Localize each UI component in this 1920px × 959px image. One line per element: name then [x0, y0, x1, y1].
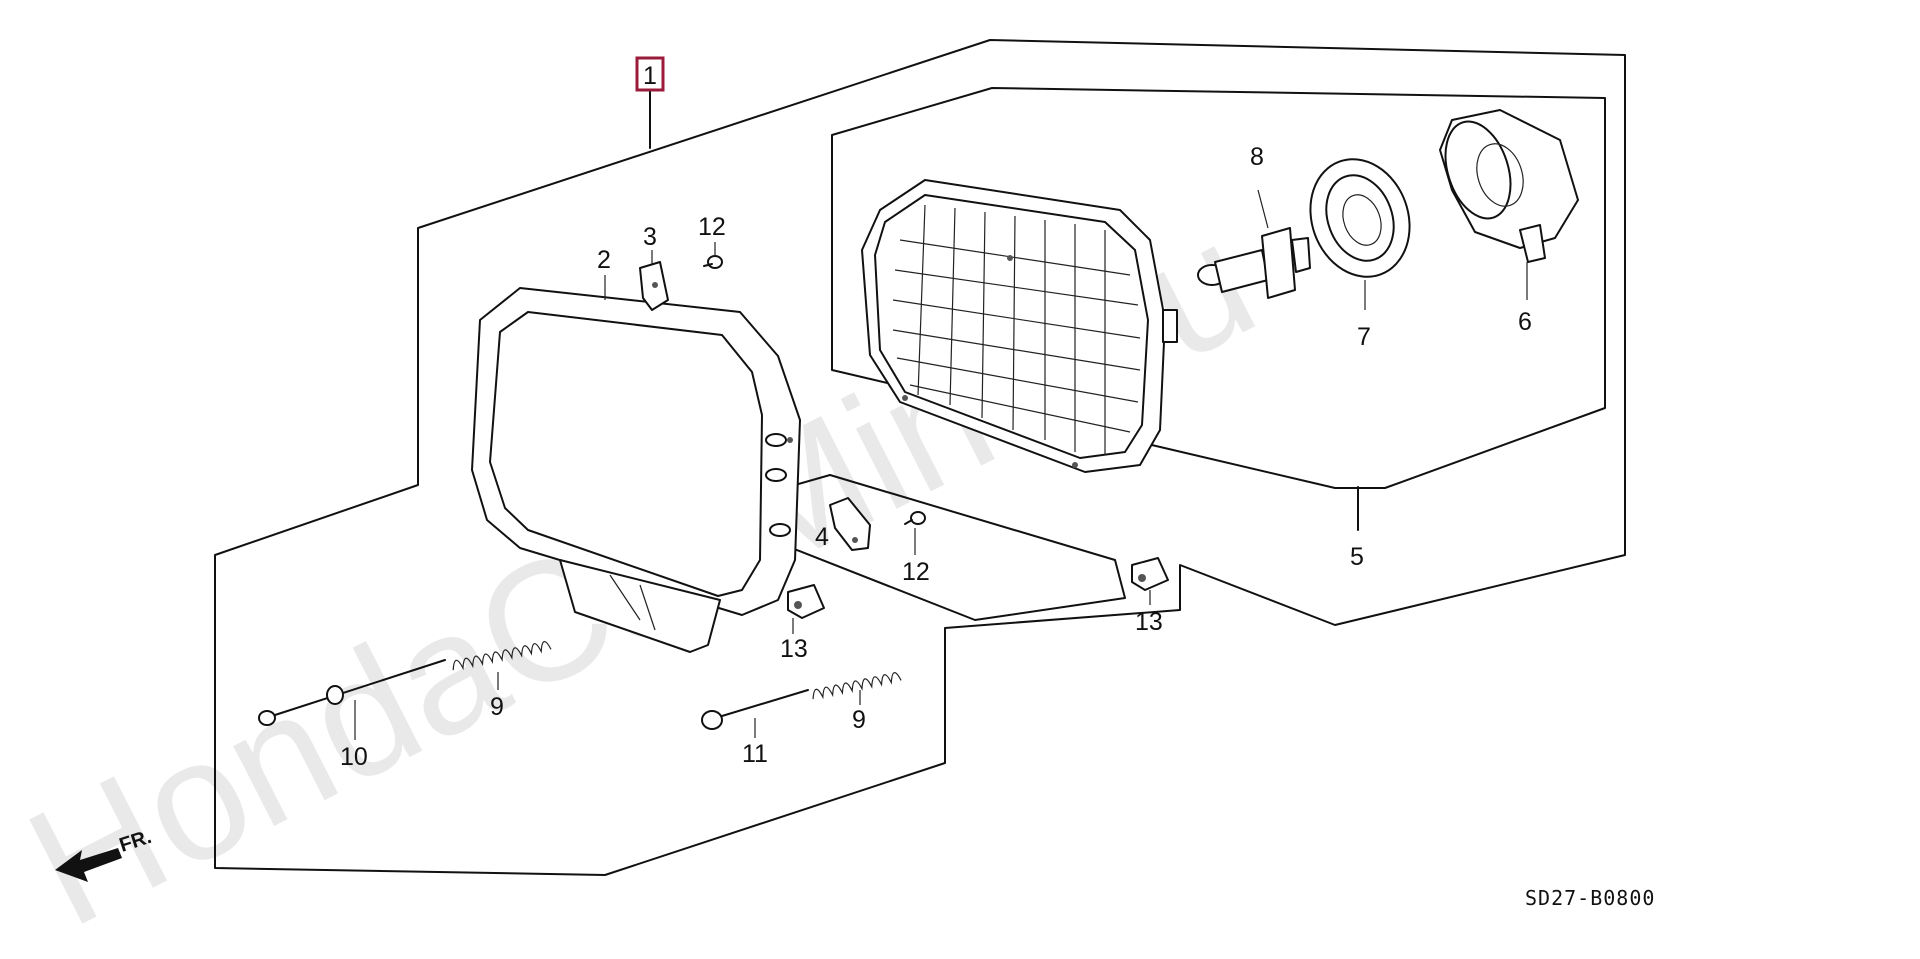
- mount-plate-outline: [699, 474, 1126, 621]
- callout-12-lower: 12: [902, 558, 930, 586]
- callout-5: 5: [1350, 543, 1364, 571]
- clip-part-3: [639, 250, 669, 311]
- callout-11: 11: [742, 740, 768, 768]
- callout-9-right: 9: [852, 706, 866, 734]
- callout-7: 7: [1357, 323, 1371, 351]
- clip-nut-13-left: [787, 584, 825, 634]
- callout-6: 6: [1518, 308, 1532, 336]
- assembly-number-box: [635, 56, 665, 92]
- callout-10: 10: [340, 743, 368, 771]
- callout-2: 2: [597, 246, 611, 274]
- adjusting-screw-11: [701, 689, 809, 738]
- screw-part-12-lower: [904, 511, 926, 555]
- clip-nut-13-right: [1131, 557, 1169, 605]
- spring-part-9-left: [452, 641, 552, 690]
- halogen-bulb-part: [1197, 189, 1311, 299]
- assembly-outline: [214, 39, 1626, 876]
- callout-9-left: 9: [490, 693, 504, 721]
- callout-12-upper: 12: [698, 213, 726, 241]
- headlight-lens-part: [861, 179, 1178, 473]
- callout-8: 8: [1250, 143, 1264, 171]
- socket-ring-part: [1309, 158, 1411, 310]
- callout-13-left: 13: [780, 635, 808, 663]
- assembly-number-label: 1: [643, 62, 657, 90]
- callout-4: 4: [815, 523, 829, 551]
- diagram-code: SD27-B0800: [1525, 886, 1655, 910]
- spring-part-9-right: [812, 672, 902, 705]
- callout-13-right: 13: [1135, 608, 1163, 636]
- callout-3: 3: [643, 223, 657, 251]
- dust-cover-part: [1439, 109, 1579, 300]
- headlight-frame-part: [471, 287, 801, 653]
- bracket-part-4: [829, 497, 871, 551]
- adjusting-screw-10: [258, 659, 446, 740]
- screw-part-12-upper: [703, 255, 723, 269]
